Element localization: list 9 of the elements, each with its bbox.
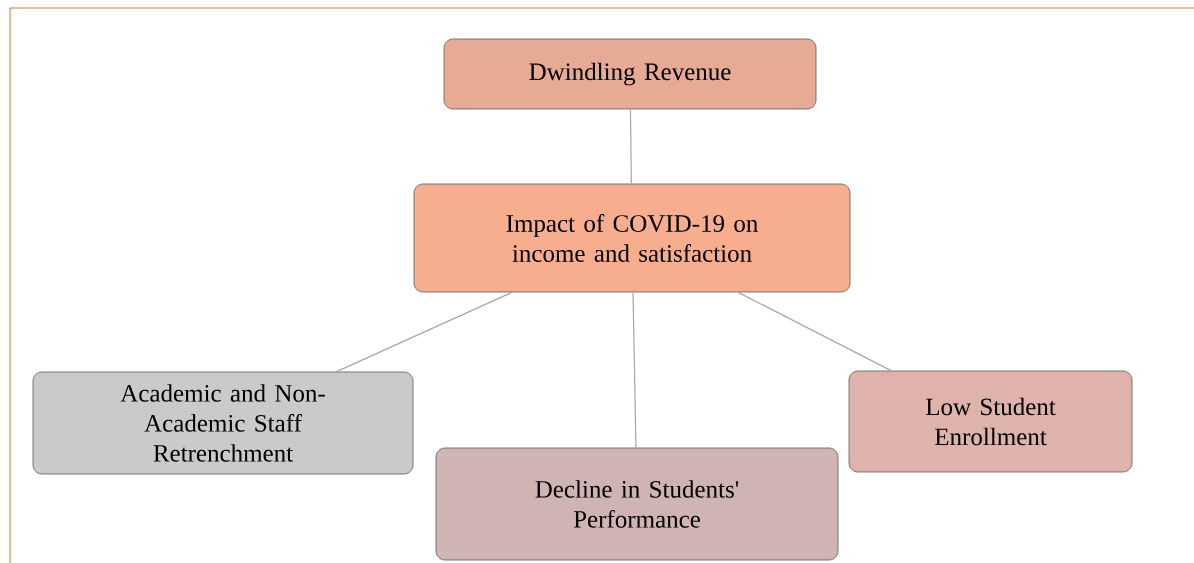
- rounded-box: Decline in Students' Performance: [435, 447, 839, 561]
- connector-line: [632, 291, 637, 449]
- connector-line: [629, 108, 632, 185]
- connector-line: [335, 291, 513, 373]
- connector-line: [737, 291, 892, 372]
- rounded-box: Low Student Enrollment: [848, 370, 1133, 473]
- rounded-box: Impact of COVID-19 on income and satisfaction: [413, 183, 851, 293]
- rounded-box: Academic and Non-Academic Staff Retrenchment: [32, 371, 414, 475]
- rounded-box: Dwindling Revenue: [443, 38, 817, 110]
